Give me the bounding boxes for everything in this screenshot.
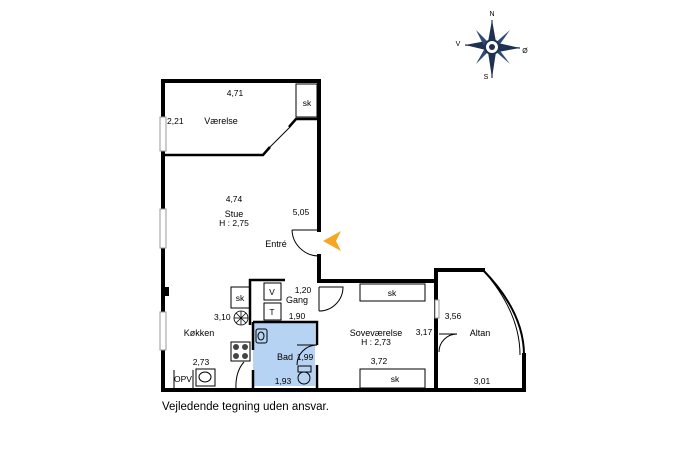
chimney-marker	[163, 287, 169, 296]
vaerelse-closet: sk	[303, 98, 312, 108]
sove-name: Soveværelse	[350, 328, 403, 338]
sove-closet-bottom: sk	[391, 374, 400, 384]
entre-name: Entré	[265, 239, 287, 249]
stue-depth: 5,05	[293, 207, 310, 217]
stue-height: H : 2,75	[219, 218, 249, 228]
sove-width: 3,72	[371, 356, 388, 366]
gang-t: T	[269, 307, 274, 317]
altan-depth: 3,56	[445, 311, 462, 321]
interior-walls	[163, 117, 319, 388]
fixtures	[195, 83, 458, 391]
koekken-name: Køkken	[184, 328, 215, 338]
koekken-width: 2,73	[193, 357, 210, 367]
compass-icon: N S V Ø	[456, 11, 529, 81]
compass-north: N	[489, 11, 494, 18]
vaerelse-name: Værelse	[204, 116, 238, 126]
fan-icon	[233, 310, 249, 326]
gang-width: 1,20	[295, 285, 312, 295]
stove	[230, 341, 251, 362]
gang-name: Gang	[286, 295, 308, 305]
bad-depth: 1,99	[297, 352, 314, 362]
altan-name: Altan	[470, 328, 491, 338]
stue-width: 4,74	[226, 194, 243, 204]
altan-width: 3,01	[474, 376, 491, 386]
balcony-curve	[482, 269, 525, 356]
disclaimer-caption: Vejledende tegning uden ansvar.	[162, 401, 329, 413]
outer-walls	[161, 79, 526, 392]
entrance-arrow-icon	[323, 231, 341, 251]
bad-name: Bad	[277, 352, 293, 362]
sove-closet-top: sk	[388, 288, 397, 298]
gang-depth: 1,90	[289, 311, 306, 321]
compass-west: V	[456, 41, 461, 48]
vaerelse-depth: 2,21	[167, 116, 184, 126]
compass-south: S	[484, 74, 489, 81]
sove-height: H : 2,73	[361, 337, 391, 347]
compass-east: Ø	[522, 48, 528, 55]
gang-v: V	[269, 287, 275, 297]
stue-name: Stue	[225, 209, 244, 219]
koekken-closet: sk	[236, 293, 245, 303]
koekken-depth: 3,10	[214, 312, 231, 322]
koekken-opv: OPV	[174, 374, 192, 384]
bad-width: 1,93	[275, 376, 292, 386]
sove-depth: 3,17	[416, 327, 433, 337]
windows	[159, 116, 440, 351]
vaerelse-width: 4,71	[227, 88, 244, 98]
